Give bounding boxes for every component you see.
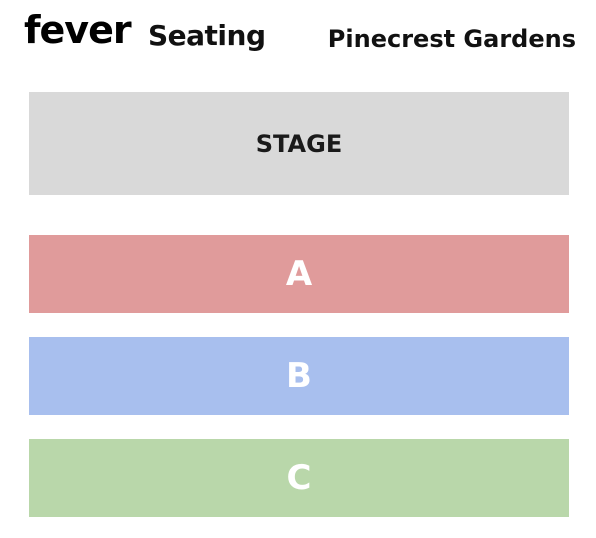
stage-area: STAGE [29, 92, 569, 195]
section-c-label: C [286, 458, 312, 498]
section-b-label: B [286, 356, 312, 396]
section-a[interactable]: A [29, 235, 569, 313]
page-subtitle: Seating [148, 19, 266, 52]
stage-label: STAGE [255, 129, 343, 158]
venue-name: Pinecrest Gardens [327, 25, 576, 53]
header: fever Seating Pinecrest Gardens [24, 6, 576, 58]
section-a-label: A [285, 254, 313, 294]
section-c[interactable]: C [29, 439, 569, 517]
section-b[interactable]: B [29, 337, 569, 415]
brand-logo: fever [24, 8, 132, 52]
